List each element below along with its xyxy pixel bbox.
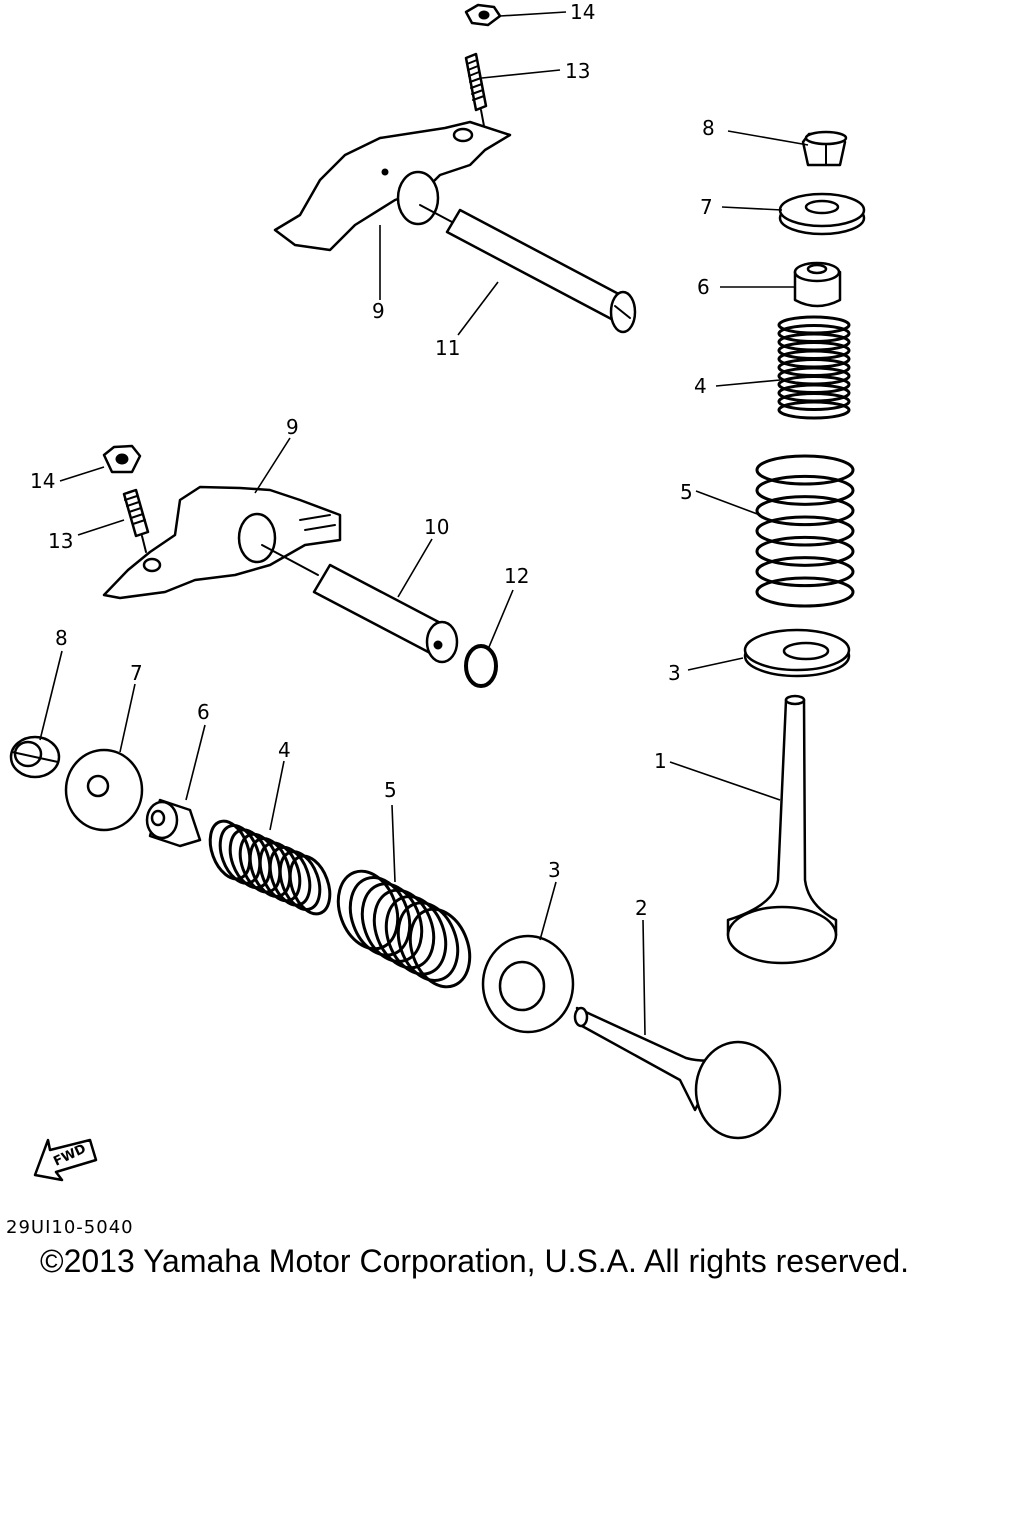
upper-rocker-nut[interactable]: [464, 3, 502, 27]
spring-coil: [755, 535, 855, 567]
spring-coil: [278, 850, 322, 911]
callout-14-lower: 14: [30, 469, 55, 493]
spring-coil: [408, 907, 472, 989]
callout-6-left: 6: [197, 700, 210, 724]
callout-5-right: 5: [680, 480, 693, 504]
callout-3-right: 3: [668, 661, 681, 685]
callout-4-left: 4: [278, 738, 291, 762]
callout-8-right: 8: [702, 116, 715, 140]
spring-coil: [755, 495, 855, 527]
lower-adjuster-screw[interactable]: [122, 488, 150, 553]
callout-8-left: 8: [55, 626, 68, 650]
spring-coil: [755, 474, 855, 506]
callout-12: 12: [504, 564, 529, 588]
callout-7-right: 7: [700, 195, 713, 219]
callout-1: 1: [654, 749, 667, 773]
callout-9-lower: 9: [286, 415, 299, 439]
left-spring-retainer[interactable]: [64, 748, 144, 832]
callout-13-lower: 13: [48, 529, 73, 553]
spring-coil: [777, 400, 851, 420]
o-ring[interactable]: [464, 644, 498, 688]
callout-4-right: 4: [694, 374, 707, 398]
callout-3-left: 3: [548, 858, 561, 882]
spring-coil: [777, 392, 851, 411]
callout-11: 11: [435, 336, 460, 360]
left-valve-stem-seal[interactable]: [145, 798, 202, 848]
upper-rocker-arm[interactable]: [273, 120, 512, 252]
left-inner-valve-spring[interactable]: [203, 816, 337, 920]
left-valve-spring-seat[interactable]: [481, 934, 575, 1034]
right-valve-cotter[interactable]: [801, 130, 848, 167]
right-valve-spring-seat[interactable]: [743, 628, 851, 678]
right-inner-valve-spring[interactable]: [777, 315, 851, 420]
spring-coil: [288, 854, 332, 916]
callout-10: 10: [424, 515, 449, 539]
spring-coil: [384, 895, 448, 976]
callout-2: 2: [635, 896, 648, 920]
left-outer-valve-spring[interactable]: [328, 863, 480, 995]
spring-coil: [755, 576, 855, 608]
lower-rocker-arm[interactable]: [102, 485, 342, 600]
spring-coil: [755, 515, 855, 547]
spring-coil: [755, 556, 855, 588]
lower-rocker-nut[interactable]: [102, 444, 142, 474]
callout-7-left: 7: [130, 661, 143, 685]
upper-adjuster-screw[interactable]: [464, 52, 488, 127]
upper-rocker-shaft[interactable]: [419, 204, 637, 334]
lower-rocker-shaft[interactable]: [261, 544, 459, 664]
callout-14-upper: 14: [570, 0, 595, 24]
right-valve-stem-seal[interactable]: [793, 261, 842, 308]
right-outer-valve-spring[interactable]: [755, 454, 855, 608]
leader-lines: [39, 11, 809, 1036]
callout-labels: 14 13 8 7 6 9 11 4 9 14 5 10 13 12 8 3 7…: [30, 0, 715, 920]
spring-coil: [396, 901, 460, 982]
intake-valve-diagonal[interactable]: [573, 1006, 782, 1140]
callout-9-upper: 9: [372, 299, 385, 323]
copyright-notice: ©2013 Yamaha Motor Corporation, U.S.A. A…: [40, 1243, 910, 1279]
callout-6-right: 6: [697, 275, 710, 299]
drawing-code: 29UI10-5040: [6, 1217, 134, 1238]
spring-coil: [755, 454, 855, 486]
callout-5-left: 5: [384, 778, 397, 802]
exhaust-valve-vertical[interactable]: [726, 694, 838, 965]
right-spring-retainer[interactable]: [778, 192, 866, 236]
fwd-arrow-icon: FWD: [33, 1138, 98, 1182]
callout-13-upper: 13: [565, 59, 590, 83]
left-valve-cotter[interactable]: [9, 735, 61, 779]
